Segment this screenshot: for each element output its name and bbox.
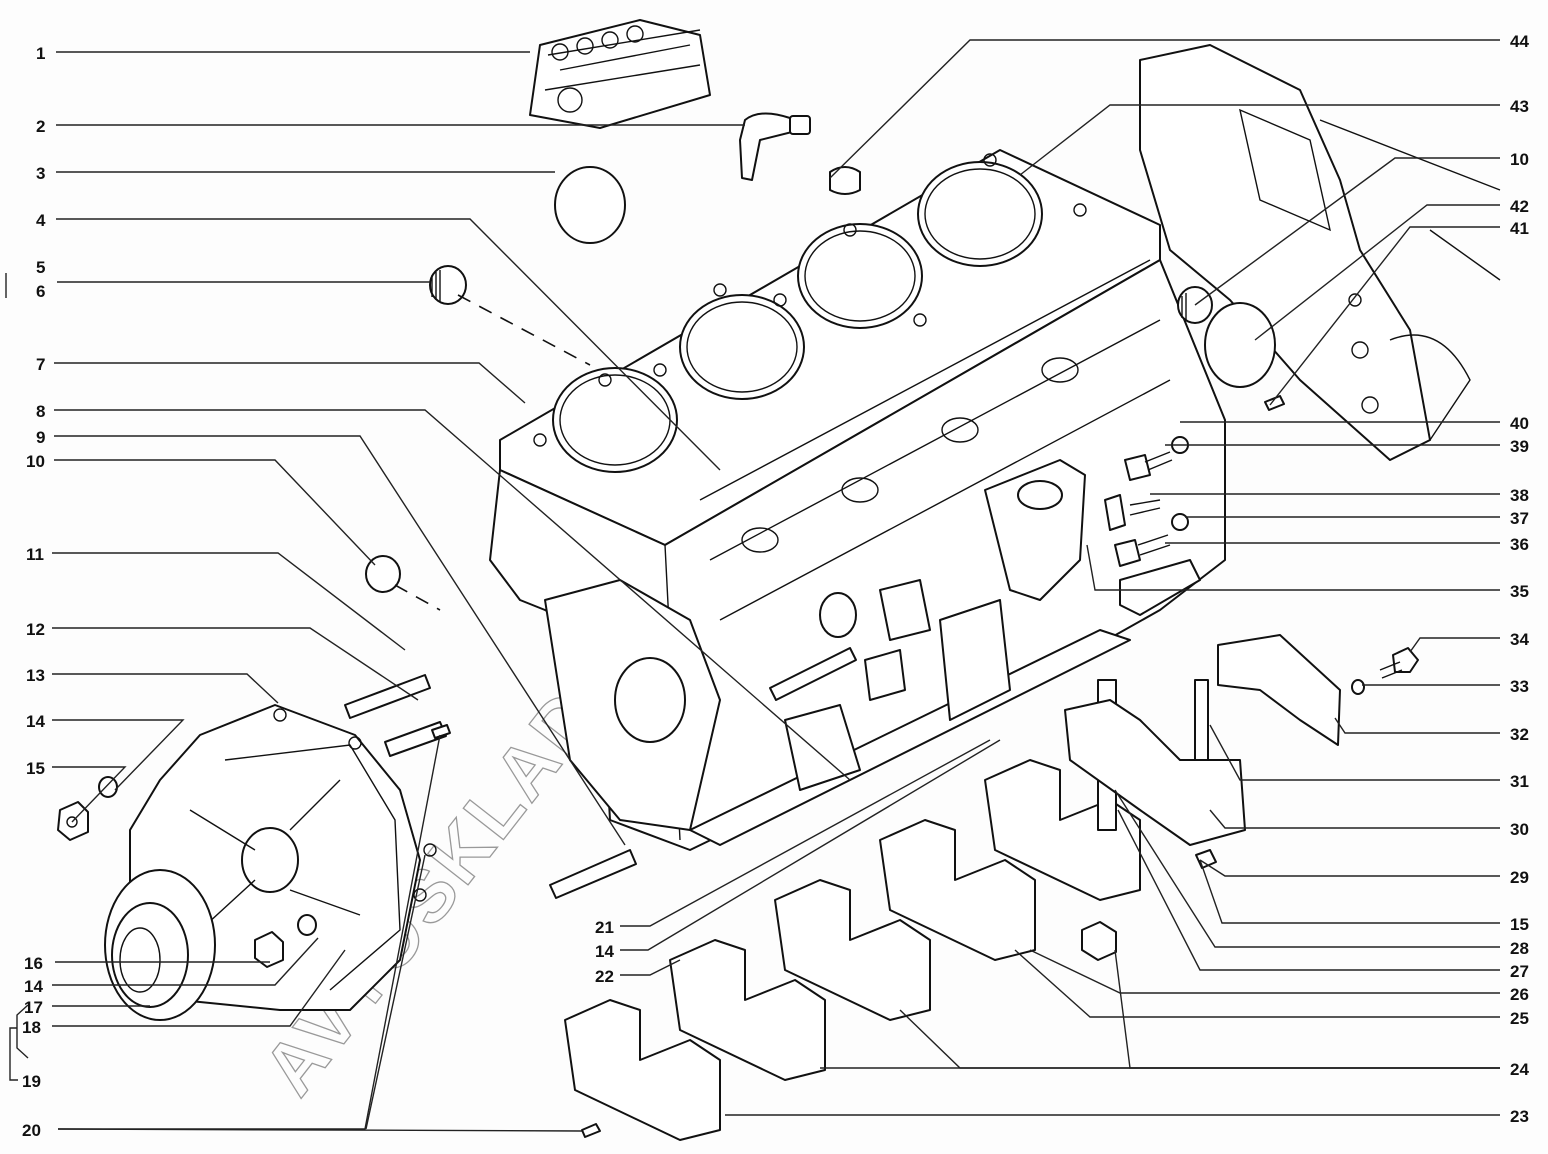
- cap-plug: [829, 166, 861, 195]
- labels-center: 21 14 22: [595, 918, 614, 986]
- callout-10-b: 10: [1510, 150, 1529, 169]
- callout-14-c: 14: [595, 942, 614, 961]
- callout-13: 13: [26, 666, 45, 685]
- callout-14-b: 14: [24, 977, 43, 996]
- callout-1: 1: [36, 44, 45, 63]
- callout-34: 34: [1510, 630, 1529, 649]
- callout-18: 18: [22, 1018, 41, 1037]
- callout-39: 39: [1510, 437, 1529, 456]
- callout-35: 35: [1510, 582, 1529, 601]
- callout-7: 7: [36, 355, 45, 374]
- threaded-plug: [429, 265, 467, 305]
- callout-28: 28: [1510, 939, 1529, 958]
- callout-19: 19: [22, 1072, 41, 1091]
- callout-2: 2: [36, 117, 45, 136]
- callout-14: 14: [26, 712, 45, 731]
- assembly-path: [457, 294, 591, 366]
- dowel-23: [581, 1123, 601, 1138]
- callout-3: 3: [36, 164, 45, 183]
- bearing-caps: [564, 759, 1141, 1141]
- sensor-bracket: [739, 112, 811, 181]
- callout-43: 43: [1510, 97, 1529, 116]
- callout-36: 36: [1510, 535, 1529, 554]
- callout-16: 16: [24, 954, 43, 973]
- labels-right: 44 43 10 42 41 40 39 38 37 36 35 34 33 3…: [1510, 32, 1529, 1126]
- callout-30: 30: [1510, 820, 1529, 839]
- callout-8: 8: [36, 402, 45, 421]
- callout-38: 38: [1510, 486, 1529, 505]
- washer-14: [297, 914, 317, 936]
- callout-24: 24: [1510, 1060, 1529, 1079]
- engine-assembly-thumbnail: [529, 19, 711, 129]
- callout-4: 4: [36, 211, 46, 230]
- nut-16: [254, 931, 284, 968]
- rear-main-cap: [1064, 634, 1341, 846]
- callout-40: 40: [1510, 414, 1529, 433]
- callout-9: 9: [36, 428, 45, 447]
- callout-10: 10: [26, 452, 45, 471]
- callout-25: 25: [1510, 1009, 1529, 1028]
- callout-41: 41: [1510, 219, 1529, 238]
- callout-17: 17: [24, 998, 43, 1017]
- callout-23: 23: [1510, 1107, 1529, 1126]
- callout-29: 29: [1510, 868, 1529, 887]
- callout-44: 44: [1510, 32, 1529, 51]
- pump-housing: [104, 704, 437, 1021]
- callout-26: 26: [1510, 985, 1529, 1004]
- studs: [344, 647, 857, 899]
- callout-22: 22: [595, 967, 614, 986]
- callout-31: 31: [1510, 772, 1529, 791]
- callout-20: 20: [22, 1121, 41, 1140]
- expansion-plug: [554, 166, 626, 244]
- leader-lines: [5, 39, 1500, 1132]
- callout-5: 5: [36, 258, 45, 277]
- bolt-34: [1351, 647, 1419, 695]
- cylinder-block: [489, 44, 1501, 851]
- callout-32: 32: [1510, 725, 1529, 744]
- callout-11: 11: [26, 545, 44, 564]
- callout-12: 12: [26, 620, 45, 639]
- assembly-path-2: [394, 584, 441, 611]
- nut-and-washer: [57, 776, 118, 841]
- callout-37: 37: [1510, 509, 1529, 528]
- labels-left: 1 2 3 4 5 6 7 8 9 10 11 12 13 14 15 16 1…: [22, 44, 46, 1140]
- callout-15: 15: [26, 759, 45, 778]
- callout-27: 27: [1510, 962, 1529, 981]
- callout-15-b: 15: [1510, 915, 1529, 934]
- callout-42: 42: [1510, 197, 1529, 216]
- dowel-20: [431, 724, 451, 739]
- dowel-pin: [1264, 395, 1285, 411]
- callout-33: 33: [1510, 677, 1529, 696]
- bolts-right: [1104, 436, 1201, 616]
- callout-6: 6: [36, 282, 45, 301]
- callout-21: 21: [595, 918, 614, 937]
